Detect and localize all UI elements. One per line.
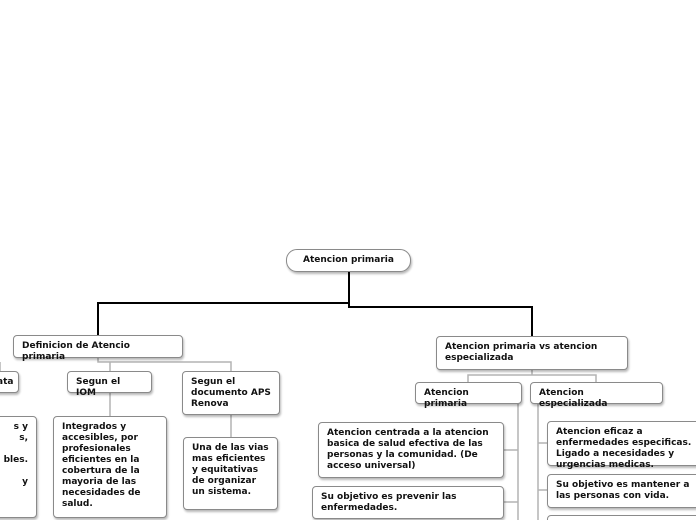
connector-left-branches (0, 357, 232, 371)
connector-root-right (348, 271, 533, 336)
detail-node-iom[interactable]: Integrados y accesibles, por profesional… (53, 416, 167, 518)
root-node[interactable]: Atencion primaria (286, 249, 411, 272)
connector-root-left (97, 271, 350, 335)
detail-node-ata[interactable]: s y s, bles. y (0, 416, 37, 518)
right-title-node[interactable]: Atencion primaria vs atencion especializ… (436, 336, 628, 370)
detail-node-aps[interactable]: Una de las vias mas eficientes y equitat… (183, 437, 278, 510)
primary-item-objective[interactable]: Su objetivo es prevenir las enfermedades… (312, 486, 504, 519)
specialized-item-partial[interactable] (547, 515, 696, 520)
connector-specialized-items (537, 404, 547, 520)
branch-node-iom[interactable]: Segun el IOM (67, 371, 152, 398)
primary-label-node[interactable]: Atencion primaria (415, 382, 522, 409)
left-title-node[interactable]: Definicion de Atencio primaria (13, 335, 183, 362)
connector-right-branches (467, 370, 597, 382)
connector-primary-items (504, 404, 519, 520)
branch-node-ata[interactable]: ata (0, 371, 19, 393)
specialized-item-definition[interactable]: Atencion eficaz a enfermedades especific… (547, 421, 696, 470)
primary-item-definition[interactable]: Atencion centrada a la atencion basica d… (318, 422, 504, 478)
specialized-label-node[interactable]: Atencion especializada (530, 382, 663, 409)
specialized-item-objective[interactable]: Su objetivo es mantener a las personas c… (547, 474, 696, 508)
branch-node-aps[interactable]: Segun el documento APS Renova (182, 371, 280, 415)
